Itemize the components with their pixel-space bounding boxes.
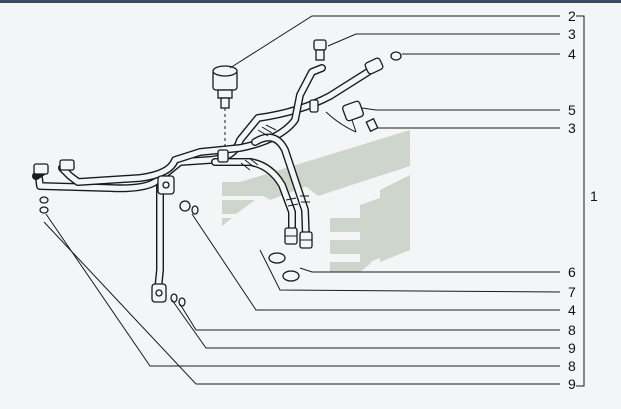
- small-fitting-top: [313, 39, 327, 61]
- top-border: [0, 0, 621, 3]
- callout-labels: 2 3 4 5 3 1 6 7 4 8 9 8 9: [568, 8, 598, 392]
- valve-part: [365, 117, 379, 133]
- callout-8-lower: 8: [568, 358, 576, 374]
- left-bracket: [33, 159, 175, 303]
- nut-part: [325, 100, 364, 133]
- callout-5: 5: [568, 102, 576, 118]
- pipe-end-fittings: [284, 227, 313, 249]
- callout-1: 1: [590, 188, 598, 204]
- union-fitting: [364, 51, 402, 75]
- callout-2: 2: [568, 8, 576, 24]
- callout-7: 7: [568, 284, 576, 300]
- o-rings-center: [39, 196, 300, 307]
- callout-9-lower: 9: [568, 376, 576, 392]
- corrugated-hose: [240, 124, 310, 207]
- callout-3-top: 3: [568, 26, 576, 42]
- harness-fittings: [217, 99, 319, 163]
- callout-4-top: 4: [568, 46, 576, 62]
- sensor-part: [212, 65, 238, 150]
- watermark-logo: [222, 130, 410, 272]
- group-bracket: [576, 15, 585, 387]
- callout-4-lower: 4: [568, 302, 576, 318]
- leader-lines: [43, 15, 561, 385]
- callout-6: 6: [568, 264, 576, 280]
- callout-8-upper: 8: [568, 322, 576, 338]
- callout-9-upper: 9: [568, 340, 576, 356]
- callout-3-lower: 3: [568, 120, 576, 136]
